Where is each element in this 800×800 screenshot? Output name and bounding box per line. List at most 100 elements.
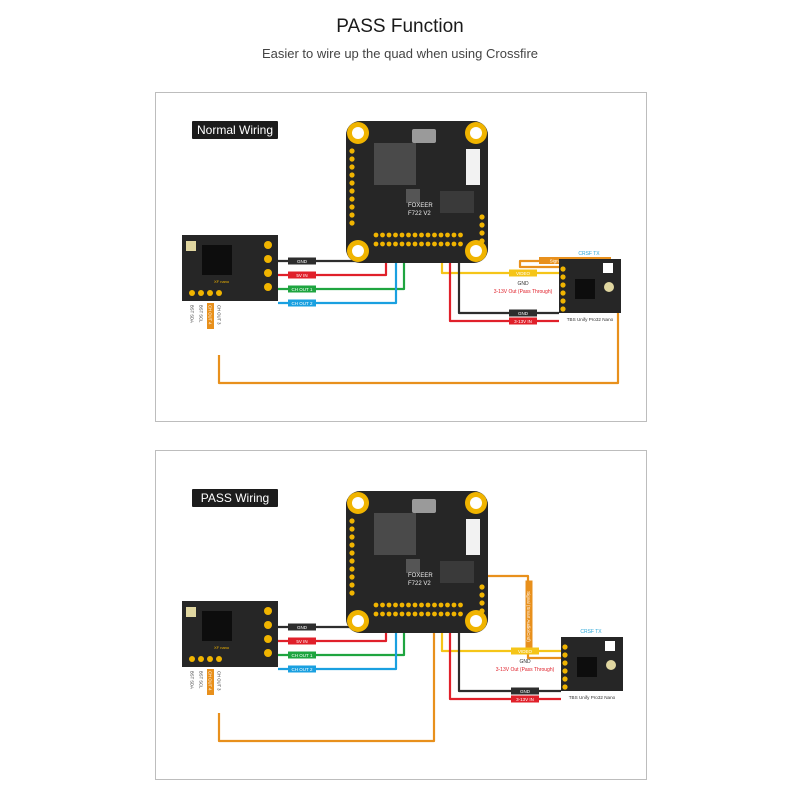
mount-hole-inner-1 bbox=[470, 497, 482, 509]
rx-pin-label-3: CH OUT 3 bbox=[217, 305, 222, 325]
side-pad bbox=[349, 196, 355, 202]
rx-pin-label-1: BST SCL bbox=[199, 305, 204, 323]
usb-port bbox=[412, 499, 436, 513]
tx-pad bbox=[562, 644, 568, 650]
tx-pad bbox=[562, 668, 568, 674]
mount-hole-inner-0 bbox=[352, 127, 364, 139]
rx-pin-label-2: CH OUT 4 bbox=[207, 669, 214, 695]
rx-side-pad bbox=[264, 607, 272, 615]
ch4-bg bbox=[207, 669, 214, 695]
rx-wire-label-2-bg bbox=[288, 285, 316, 293]
bottom-pad bbox=[399, 232, 405, 238]
tx-pad bbox=[560, 306, 566, 312]
bottom-pad bbox=[432, 602, 437, 608]
side-pad bbox=[349, 526, 355, 532]
bottom-pad bbox=[458, 602, 463, 608]
panel-title: Normal Wiring bbox=[197, 123, 273, 137]
bottom-pad bbox=[425, 602, 431, 608]
osd-chip bbox=[440, 191, 474, 213]
rx-pin-label-3: CH OUT 3 bbox=[217, 671, 222, 691]
rx-bottom-pad bbox=[189, 290, 195, 296]
rx-side-pad bbox=[264, 649, 272, 657]
vin-label-bg bbox=[511, 695, 539, 703]
ufl-connector bbox=[604, 282, 614, 292]
rx-side-pad bbox=[264, 635, 272, 643]
mount-hole-inner-3 bbox=[470, 245, 482, 257]
rx-wire-label-0-bg bbox=[288, 257, 316, 265]
vin-label: 3-13V IN bbox=[509, 317, 537, 325]
rx-wire-label-1-bg bbox=[288, 637, 316, 645]
rx-side-pad bbox=[264, 283, 272, 291]
bottom-pad bbox=[373, 241, 379, 247]
tx-header: CRSF TX bbox=[578, 251, 600, 257]
bottom-pad bbox=[399, 602, 405, 608]
bottom-pad bbox=[419, 602, 424, 608]
bottom-pad bbox=[419, 241, 424, 247]
page-title: PASS Function bbox=[336, 16, 464, 37]
side-pad bbox=[349, 574, 355, 580]
bottom-pad bbox=[412, 232, 418, 238]
rx-pin-text: BST SCL bbox=[199, 305, 204, 323]
tx-name: TBS Unify Pro32 Nano bbox=[567, 317, 614, 322]
bottom-pad bbox=[451, 241, 457, 247]
side-pad bbox=[479, 230, 485, 236]
rx-wire-label-3-bg bbox=[288, 299, 316, 307]
bottom-pad bbox=[445, 241, 450, 247]
tx-button bbox=[605, 641, 615, 651]
video-label: VIDEO bbox=[511, 647, 539, 655]
side-pad bbox=[349, 534, 355, 540]
gyro-chip bbox=[406, 189, 420, 203]
video-label-bg bbox=[511, 647, 539, 655]
side-pad bbox=[349, 582, 355, 588]
bottom-pad bbox=[438, 602, 444, 608]
usb-port bbox=[412, 129, 436, 143]
tx-gnd-label-bg bbox=[509, 309, 537, 317]
rx-wire-label-0: GND bbox=[288, 257, 316, 265]
fc-brand: FOXEER bbox=[408, 203, 433, 209]
connector bbox=[466, 149, 480, 185]
tx-board: CRSF TX TBS Unify Pro32 Nano bbox=[559, 251, 621, 322]
bottom-pad bbox=[412, 241, 418, 247]
rx-name: XF nano bbox=[214, 279, 230, 284]
vin-label-bg bbox=[509, 317, 537, 325]
rx-wire-3 bbox=[278, 619, 398, 671]
bottom-pad bbox=[425, 232, 431, 238]
fc-model: F722 V2 bbox=[408, 211, 431, 217]
vin-label-text: 3-13V IN bbox=[514, 319, 532, 324]
mcu-chip bbox=[374, 143, 416, 185]
bottom-pad bbox=[406, 611, 411, 617]
side-pad bbox=[349, 542, 355, 548]
rx-wire-label-0-bg bbox=[288, 623, 316, 631]
rx-wire-label-3-text: CH OUT 2 bbox=[292, 667, 313, 672]
rx-wire-label-3: CH OUT 2 bbox=[288, 665, 316, 673]
bottom-pad bbox=[393, 232, 398, 238]
pass-through-label: 3-13V Out (Pass Through) bbox=[494, 289, 553, 295]
rx-bottom-pad bbox=[198, 290, 204, 296]
panel-title-bg bbox=[192, 489, 278, 507]
mount-hole-inner-2 bbox=[352, 245, 364, 257]
rx-pin-text: CH OUT 4 bbox=[208, 305, 213, 325]
side-pad bbox=[479, 600, 485, 606]
vin-label-text: 3-13V IN bbox=[516, 697, 534, 702]
side-pad bbox=[349, 212, 355, 218]
bottom-pad bbox=[373, 602, 379, 608]
connector bbox=[466, 519, 480, 555]
rx-bottom-pad bbox=[207, 656, 213, 662]
rx-pin-label-2: CH OUT 4 bbox=[207, 303, 214, 329]
side-pad bbox=[349, 518, 355, 524]
signal-label-text: Signal (Smart Audio/Crsf) bbox=[526, 591, 531, 642]
tx-gnd-label-text: GND bbox=[520, 689, 531, 694]
mount-hole-inner-2 bbox=[352, 615, 364, 627]
rx-wire-label-1-text: 5V IN bbox=[296, 639, 307, 644]
bottom-pad bbox=[406, 241, 411, 247]
bottom-pad bbox=[451, 611, 457, 617]
bottom-pad bbox=[399, 611, 405, 617]
rx-wire-label-3-bg bbox=[288, 665, 316, 673]
side-pad bbox=[479, 584, 485, 590]
bottom-pad bbox=[451, 232, 457, 238]
